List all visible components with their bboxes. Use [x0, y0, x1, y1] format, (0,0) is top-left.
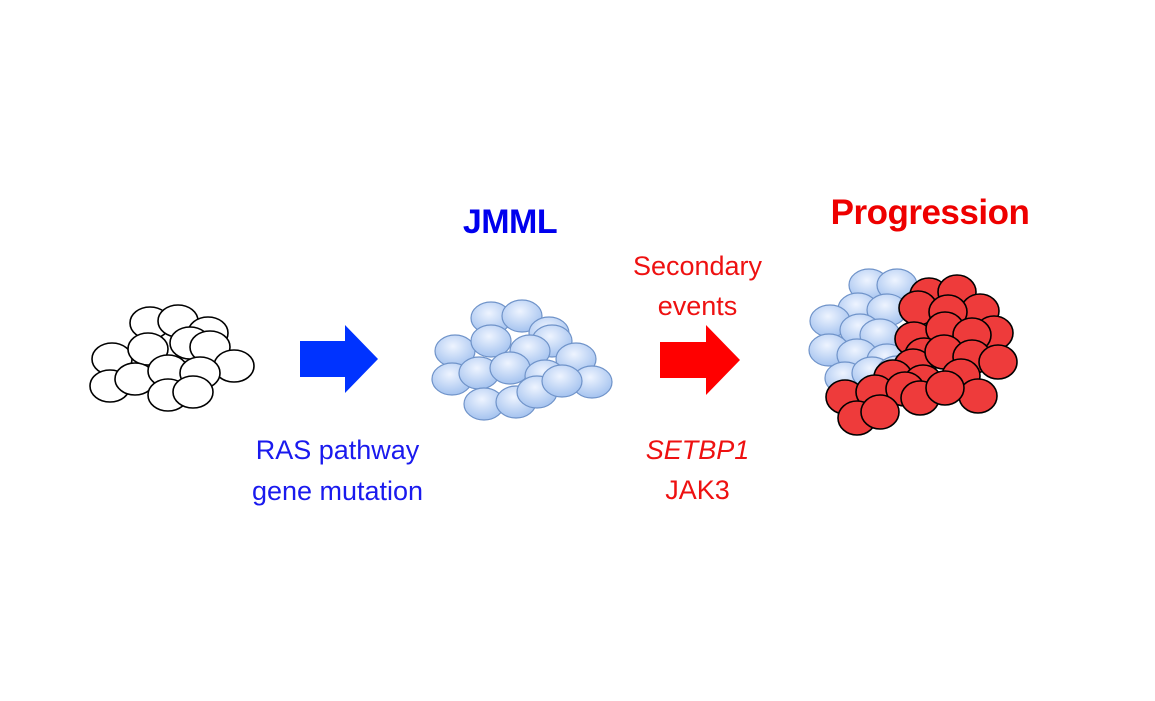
progressed-cell [978, 344, 1018, 380]
secondary-events-label-line1: Secondary [632, 251, 763, 281]
progressed-cell [925, 370, 965, 406]
ras-mutation-label-line2: gene mutation [251, 476, 424, 506]
ras-mutation-arrow-icon [300, 325, 378, 393]
progressed-cell [958, 378, 998, 414]
ras-mutation-label-line1: RAS pathway [255, 435, 420, 465]
jmml-title: JMML [462, 203, 558, 241]
progressed-cell-cluster-icon [808, 268, 1018, 436]
gene-setbp1-label: SETBP1 [645, 435, 750, 465]
normal-cell-cluster-icon [89, 304, 255, 412]
secondary-events-arrow-icon [660, 325, 740, 395]
jmml-cell-cluster-icon [431, 299, 613, 421]
secondary-events-label-line2: events [657, 291, 738, 321]
normal-cell [172, 375, 214, 409]
progression-title: Progression [830, 193, 1030, 232]
jmml-cell [541, 364, 583, 398]
gene-jak3-label: JAK3 [665, 475, 730, 505]
progressed-cell [860, 394, 900, 430]
jmml-cell [470, 324, 512, 358]
